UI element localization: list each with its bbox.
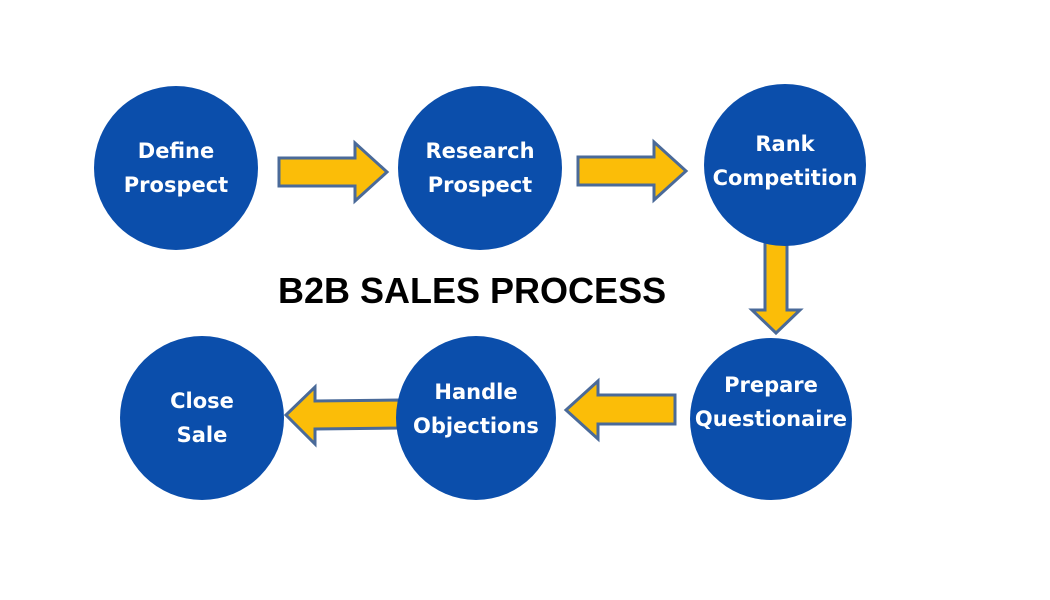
step-label-line1: Define — [137, 139, 215, 163]
step-label-line1: Handle — [434, 380, 518, 404]
arrow-left-prepare-to-handle — [563, 377, 677, 443]
step-rank-competition: Rank Competition — [704, 84, 866, 246]
step-label-line2: Prospect — [427, 173, 533, 197]
arrow-left-handle-to-close — [283, 383, 402, 448]
arrow-down-rank-to-prepare — [748, 240, 804, 336]
step-label-line2: Objections — [413, 414, 539, 438]
step-label-line1: Prepare — [724, 373, 818, 397]
arrow-right-define-to-research — [277, 139, 390, 205]
step-label-line2: Competition — [712, 166, 858, 190]
step-label-line2: Questionaire — [694, 407, 848, 431]
step-close-sale: Close Sale — [120, 336, 284, 500]
step-define-prospect: Define Prospect — [94, 86, 258, 250]
step-label-line2: Sale — [176, 423, 228, 447]
arrow-right-research-to-rank — [576, 138, 689, 204]
step-handle-objections: Handle Objections — [396, 336, 556, 500]
diagram-title: B2B SALES PROCESS — [278, 270, 667, 311]
step-label-line1: Research — [425, 139, 535, 163]
step-label-line1: Rank — [755, 132, 815, 156]
step-label-line2: Prospect — [123, 173, 229, 197]
step-label-line1: Close — [170, 389, 234, 413]
step-prepare-questionaire: Prepare Questionaire — [690, 338, 852, 500]
step-research-prospect: Research Prospect — [398, 86, 562, 250]
